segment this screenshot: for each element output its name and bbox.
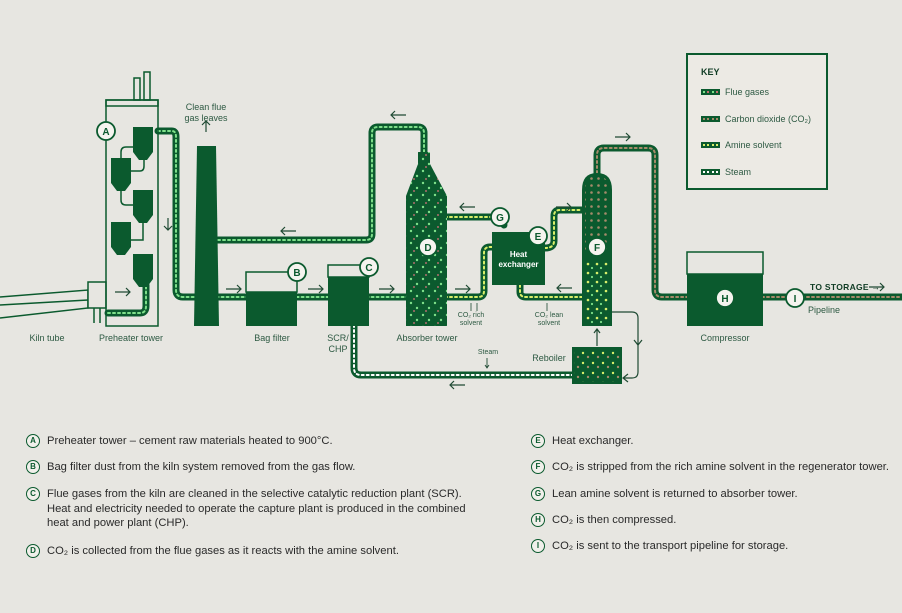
marker-c: C [359,257,379,277]
key-item-co2: Carbon dioxide (CO₂) [701,114,811,124]
svg-text:D: D [424,243,431,254]
scr-chp-label: SCR/ CHP [327,333,349,354]
marker-a: A [96,121,116,141]
svg-text:E: E [535,232,542,243]
co2-lean-solvent-label: CO₂ lean solvent [534,312,564,327]
badge-icon: E [531,434,545,448]
pipe-hx-to-f [541,206,586,252]
bag-filter [245,271,298,326]
note-b: B Bag filter dust from the kiln system r… [26,460,486,475]
note-i: I CO₂ is sent to the transport pipeline … [531,539,902,554]
stack [194,146,219,326]
svg-text:A: A [102,127,109,138]
key-label: Amine solvent [725,140,782,150]
svg-text:B: B [293,268,300,279]
co2-rich-solvent-label: CO₂ rich solvent [457,312,485,327]
pipe-lean-solvent [516,281,586,301]
key-item-flue-gases: Flue gases [701,87,769,97]
absorber-tower-label: Absorber tower [396,333,458,343]
kiln-tube-label: Kiln tube [29,333,65,343]
badge-icon: H [531,513,545,527]
note-text: CO₂ is collected from the flue gases as … [47,545,399,557]
svg-text:F: F [594,243,600,254]
marker-d: D [418,237,438,257]
note-c: C Flue gases from the kiln are cleaned i… [26,487,486,531]
pipe-absorber-to-stack [214,123,428,244]
note-text: Lean amine solvent is returned to absorb… [552,488,798,500]
note-text: CO₂ is sent to the transport pipeline fo… [552,540,789,552]
svg-text:G: G [496,213,504,224]
steam-label: Steam [477,349,499,356]
badge-icon: F [531,460,545,474]
steam-swatch-icon [701,169,720,175]
note-a: A Preheater tower – cement raw materials… [26,434,486,449]
amine-swatch-icon [701,142,720,148]
marker-g: G [490,207,510,227]
note-h: H CO₂ is then compressed. [531,513,902,528]
preheater-tower [105,71,159,327]
scr-chp [327,264,370,326]
key-label: Steam [725,167,752,177]
badge-icon: D [26,544,40,558]
pipe-steam [350,316,579,379]
marker-e: E [528,226,548,246]
key-item-amine: Amine solvent [701,140,782,150]
reboiler-label: Reboiler [532,353,566,363]
note-text: CO₂ is stripped from the rich amine solv… [552,461,890,473]
reboiler [572,347,622,384]
badge-icon: G [531,487,545,501]
bag-filter-label: Bag filter [254,333,290,343]
badge-icon: B [26,460,40,474]
key-label: Carbon dioxide (CO₂) [725,114,812,124]
svg-text:C: C [365,263,372,274]
clean-flue-gas-label: Clean flue gas leaves [184,102,228,123]
note-text: Flue gases from the kiln are cleaned in … [47,488,466,529]
heat-exchanger-label: Heat exchanger [498,250,539,269]
flow-arrows [115,110,885,390]
svg-text:I: I [794,294,797,305]
note-text: Preheater tower – cement raw materials h… [47,435,333,447]
note-g: G Lean amine solvent is returned to abso… [531,487,902,502]
marker-b: B [287,262,307,282]
key-item-steam: Steam [701,167,751,177]
legend-key: KEY Flue gases Carbon dioxide (CO₂) Amin… [686,53,828,190]
co2-swatch-icon [701,116,720,122]
badge-icon: A [26,434,40,448]
note-text: CO₂ is then compressed. [552,514,677,526]
kiln-tube [0,281,107,323]
note-d: D CO₂ is collected from the flue gases a… [26,544,486,559]
flue-gas-swatch-icon [701,89,720,95]
marker-i: I [785,288,805,308]
badge-icon: C [26,487,40,501]
key-label: Flue gases [725,87,770,97]
note-text: Heat exchanger. [552,435,634,447]
preheater-tower-label: Preheater tower [98,333,164,343]
note-e: E Heat exchanger. [531,434,902,449]
process-diagram: A B C D E F G H I [0,71,902,390]
note-text: Bag filter dust from the kiln system rem… [47,461,356,473]
compressor-label: Compressor [700,333,750,343]
pipeline-label: Pipeline [808,305,841,315]
markers: A B C D E F G H I [96,121,805,308]
svg-text:H: H [721,294,728,305]
to-storage-label: TO STORAGE → [810,282,881,292]
badge-icon: I [531,539,545,553]
note-f: F CO₂ is stripped from the rich amine so… [531,460,902,475]
marker-f: F [587,237,607,257]
marker-h: H [715,288,735,308]
key-title: KEY [701,67,720,77]
